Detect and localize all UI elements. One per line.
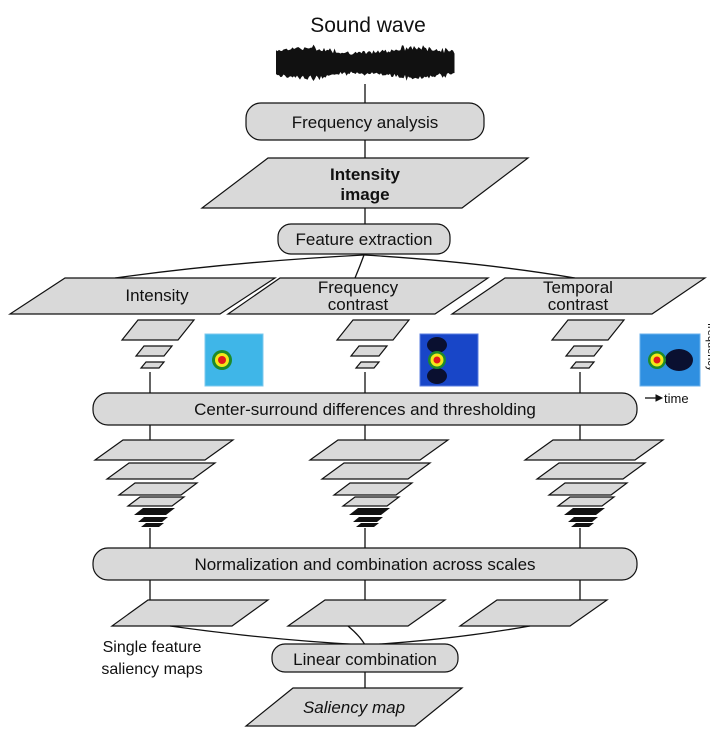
intensity-filter <box>204 333 264 387</box>
pyramid-level <box>134 345 174 357</box>
feature-temporal-label-line1: Temporal <box>543 278 613 297</box>
center-surround-label: Center-surround differences and threshol… <box>194 400 536 419</box>
frequency-axis-indicator: frequency <box>705 323 710 372</box>
scale-map-level <box>341 496 401 507</box>
scale-map-level <box>308 439 450 461</box>
single-feature-map-temporal <box>458 599 609 627</box>
pyramid-level <box>335 319 411 341</box>
intensity-image-panel <box>200 157 530 209</box>
sound-wave-title: Sound wave <box>310 14 426 37</box>
scale-map-level <box>320 462 432 480</box>
scale-map-level <box>556 496 616 507</box>
intensity-image-label-line1: Intensity <box>330 165 400 184</box>
frequency-axis-label: frequency <box>705 323 710 372</box>
waveform-shape <box>276 44 455 81</box>
feature-extraction-box <box>277 223 451 255</box>
scale-map-level <box>568 517 598 522</box>
scale-map-level <box>134 508 175 515</box>
scale-map-level <box>571 523 594 527</box>
pyramid-level <box>564 345 604 357</box>
feature-intensity-label: Intensity <box>125 286 189 305</box>
merge-lines <box>169 625 531 646</box>
pyramid-level <box>349 345 389 357</box>
single-feature-label-line2: saliency maps <box>101 661 202 678</box>
scale-map-level <box>138 517 168 522</box>
sound-waveform <box>276 44 455 81</box>
feature-frequency-label-line1: Frequency <box>318 278 399 297</box>
time-axis-indicator: time <box>645 391 689 406</box>
feature-panel-frequency-contrast: Frequency contrast <box>226 277 490 315</box>
scale-map-level <box>564 508 605 515</box>
frequency-contrast-filter <box>419 333 479 387</box>
time-axis-label: time <box>664 391 689 406</box>
feature-fan-lines <box>114 254 576 279</box>
scale-map-level <box>105 462 217 480</box>
scale-map-level <box>93 439 235 461</box>
scale-map-level <box>356 523 379 527</box>
pyramid-level <box>354 361 381 369</box>
normalization-label: Normalization and combination across sca… <box>194 555 535 574</box>
multiscale-pyramids <box>120 319 626 369</box>
feature-panel-intensity: Intensity <box>7 277 278 315</box>
scale-map-level <box>117 482 199 496</box>
linear-combination-label: Linear combination <box>293 650 437 669</box>
single-feature-label-line1: Single feature <box>103 639 202 656</box>
pyramid-level <box>569 361 596 369</box>
pyramid-level <box>550 319 626 341</box>
frequency-analysis-label: Frequency analysis <box>292 113 438 132</box>
feature-temporal-label-line2: contrast <box>548 295 609 314</box>
feature-extraction-label: Feature extraction <box>295 230 432 249</box>
saliency-map-panel <box>244 687 464 727</box>
temporal-contrast-filter <box>639 333 701 387</box>
scale-map-level <box>547 482 629 496</box>
saliency-map-label: Saliency map <box>303 698 405 717</box>
single-feature-map-frequency <box>286 599 447 627</box>
feature-map-stacks <box>93 439 665 527</box>
intensity-image-label-line2: image <box>340 185 389 204</box>
scale-map-level <box>353 517 383 522</box>
single-feature-map-intensity <box>110 599 270 627</box>
scale-map-level <box>126 496 186 507</box>
pyramid-level <box>120 319 196 341</box>
feature-frequency-label-line2: contrast <box>328 295 389 314</box>
scale-map-level <box>349 508 390 515</box>
scale-map-level <box>332 482 414 496</box>
feature-panel-temporal-contrast: Temporal contrast <box>450 277 707 315</box>
scale-map-level <box>535 462 647 480</box>
scale-map-level <box>523 439 665 461</box>
pyramid-level <box>139 361 166 369</box>
scale-map-level <box>141 523 164 527</box>
frequency-analysis-box <box>245 102 485 141</box>
